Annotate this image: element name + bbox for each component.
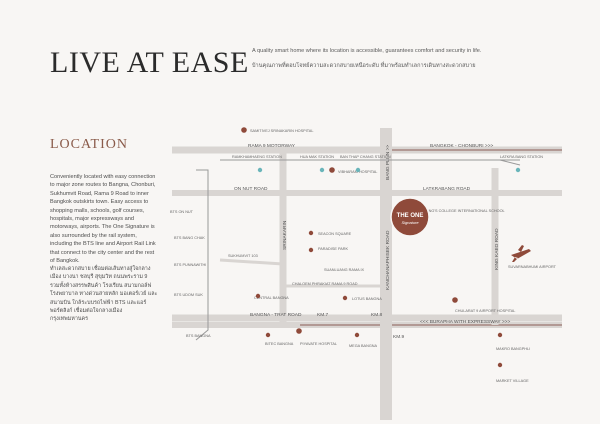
road-labels: RAMA 9 MOTORWAY BANGKOK - CHONBURI >>> O… [234,143,510,340]
label-bts-bangna: BTS BANGNA [186,334,211,338]
label-bts-on-nut: BTS ON NUT [170,210,194,214]
mall-icon [354,332,360,338]
project-name: THE ONE [397,213,424,219]
label-bang-pli: BANG PLI IN >> [385,145,391,180]
label-kanchanaphisek: KANCHANAPHISEK ROAD [385,230,391,290]
label-bitec: BITEC BANGNA [265,342,294,346]
tagline: A quality smart home where its location … [252,47,582,71]
label-paradise: PARADISE PARK [318,247,348,251]
label-central: CENTRAL BANGNA [254,296,289,300]
label-makro: MAKRO BANGPHLI [496,347,530,351]
label-km8: KM.8 [371,312,383,318]
label-airport: SUVARNABHUMI AIRPORT [508,265,557,269]
location-description-th: ทำเลสะดวกสบาย เชื่อมต่อเส้นทางสู่ใจกลางเ… [50,266,158,323]
label-burapha: <<< BURAPHA WITH EXPRESSWAY >>> [420,319,510,325]
label-king-kaeo: KING KAEO ROAD [494,228,500,270]
label-chularat: CHULARAT 9 AIRPORT HOSPITAL [455,309,515,313]
airport-link [499,159,521,166]
label-chaloem: CHALOEM PHRAKIAT RAMA 9 ROAD [292,282,358,286]
page-title: LIVE AT EASE [50,46,249,79]
label-km7: KM.7 [317,312,329,318]
label-lotus: LOTUS BANGNA [352,297,382,301]
label-bts-udom-suk: BTS UDOM SUK [174,293,203,297]
project-marker: THE ONE Signature [390,197,430,237]
label-km9: KM.9 [393,334,405,340]
project-sub: Signature [401,220,419,225]
mall-icon [497,362,503,368]
label-latkrabang-station: LATKRA BANG STATION [500,155,543,159]
mall-icon [342,295,348,301]
hospital-icon [296,328,302,334]
location-description: Conveniently located with easy connectio… [50,174,156,264]
mall-icon [265,332,271,338]
station-icon [257,167,263,173]
mall-icon [308,247,314,253]
tagline-th: บ้านคุณภาพที่ตอบโจทย์ความสะดวกสบายเหนือร… [252,62,476,69]
label-srinakarin: SRINAKARIN [282,220,288,250]
label-ramkhamhaeng: RAMKHAMHAENG STATION [232,155,282,159]
hospital-icon [452,297,458,303]
label-bangna-trat: BANGNA - TRAT ROAD [250,312,302,318]
mall-icon [308,230,314,236]
label-on-nut: ON NUT ROAD [234,186,268,192]
label-bts-bang-chak: BTS BANG CHAK [174,236,205,240]
station-icon [355,167,361,173]
road-network [172,128,562,420]
label-chonburi: BANGKOK - CHONBURI >>> [430,143,494,149]
road-sukhumvit-link [219,258,284,266]
label-suanluang: SUANLUANG RAMA IX [324,268,365,272]
label-bts-punnawithi: BTS PUNNAWITHI [174,263,206,267]
label-sukhumvit: SUKHUMVIT 103 [228,254,258,258]
label-samitivej: SAMITIVEJ SRINAKARIN HOSPITAL [250,129,313,133]
hospital-icon [241,127,247,133]
label-ban-thap-chang: BAN THAP CHANG STATION [340,155,391,159]
bts-line [195,169,209,341]
label-rama9: RAMA 9 MOTORWAY [248,143,296,149]
station-icon [319,167,325,173]
label-seacon: SEACON SQUARE [318,232,352,236]
airplane-icon [511,245,531,262]
label-piyavate: PIYAVATE HOSPITAL [300,342,337,346]
label-mega: MEGA BANGNA [349,344,378,348]
mall-icon [497,332,503,338]
label-latkrabang: LATKRABANG ROAD [423,186,471,192]
label-hua-mak: HUA MAK STATION [300,155,334,159]
label-market: MARKET VILLAGE [496,379,529,383]
label-kings-college: KING'S COLLEGE INTERNATIONAL SCHOOL [425,209,505,213]
project-circle [390,197,430,237]
tagline-en: A quality smart home where its location … [252,48,482,54]
location-title: LOCATION [50,137,128,152]
mall-icon [255,293,261,299]
poi-markers [241,127,521,368]
station-icon [515,167,521,173]
hospital-icon [329,167,335,173]
